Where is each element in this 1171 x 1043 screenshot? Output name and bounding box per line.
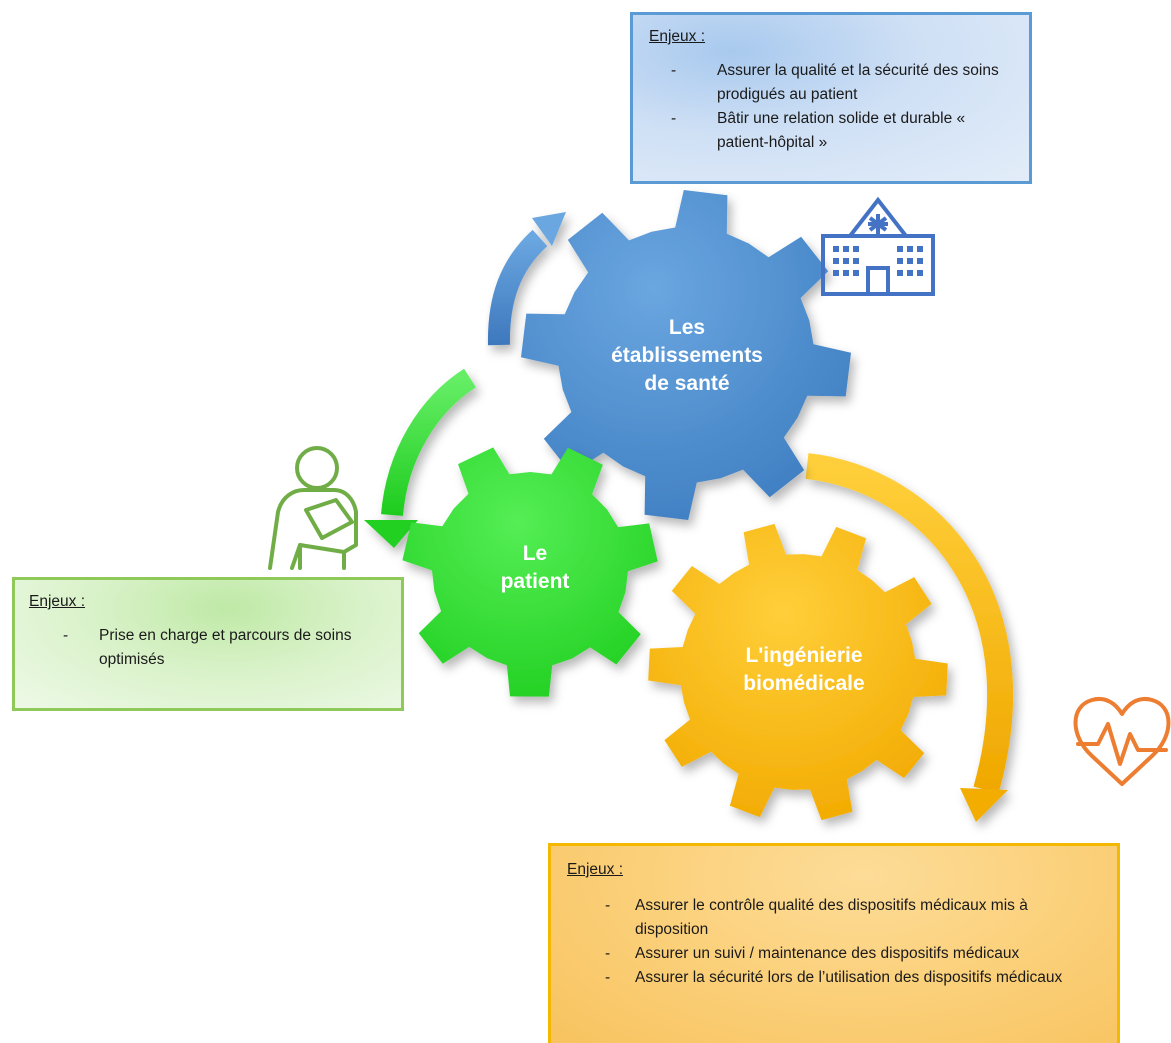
hospital-icon (821, 196, 935, 296)
enjeux-list: Assurer la qualité et la sécurité des so… (649, 59, 1011, 155)
enjeux-list: Prise en charge et parcours de soins opt… (29, 624, 383, 672)
gear-label-line: Les (668, 316, 706, 339)
gear-patient (402, 447, 658, 697)
arrow-etablissements-to-patient (364, 368, 477, 548)
list-item: Assurer la sécurité lors de l’utilisatio… (567, 966, 1099, 990)
gear-label-ingenierie: L'ingénierie biomédicale (714, 642, 894, 698)
gear-label-line: de santé (644, 372, 730, 395)
enjeux-title: Enjeux : (567, 861, 624, 878)
gear-body (402, 447, 658, 697)
gear-etablissements (521, 190, 851, 520)
enjeux-box-ingenierie: Enjeux : Assurer le contrôle qualité des… (548, 843, 1120, 1043)
list-item: Prise en charge et parcours de soins opt… (29, 624, 383, 672)
list-item: Bâtir une relation solide et durable « p… (649, 107, 1011, 155)
list-item: Assurer le contrôle qualité des disposit… (567, 894, 1099, 942)
enjeux-box-etablissements: Enjeux : Assurer la qualité et la sécuri… (630, 12, 1032, 184)
gear-label-line: L'ingénierie (745, 644, 863, 667)
list-item: Assurer un suivi / maintenance des dispo… (567, 942, 1099, 966)
enjeux-box-patient: Enjeux : Prise en charge et parcours de … (12, 577, 404, 711)
gear-body (521, 190, 851, 520)
patient-sling-icon (268, 446, 358, 570)
heart-pulse-icon (1073, 697, 1171, 786)
gear-label-line: Le (522, 542, 548, 565)
gear-body (648, 523, 948, 821)
arrow-etablissements-to-ingenierie (805, 453, 1014, 822)
enjeux-title: Enjeux : (29, 593, 86, 610)
gear-label-line: biomédicale (743, 672, 865, 695)
gear-label-line: établissements (611, 344, 763, 367)
arrow-patient-to-etablissements (487, 212, 566, 346)
gear-label-patient: Le patient (470, 540, 600, 596)
gear-ingenierie (648, 523, 948, 821)
enjeux-title: Enjeux : (649, 28, 706, 45)
gear-label-etablissements: Les établissements de santé (602, 314, 772, 398)
enjeux-list: Assurer le contrôle qualité des disposit… (567, 894, 1099, 990)
list-item: Assurer la qualité et la sécurité des so… (649, 59, 1011, 107)
gear-label-line: patient (500, 570, 570, 593)
